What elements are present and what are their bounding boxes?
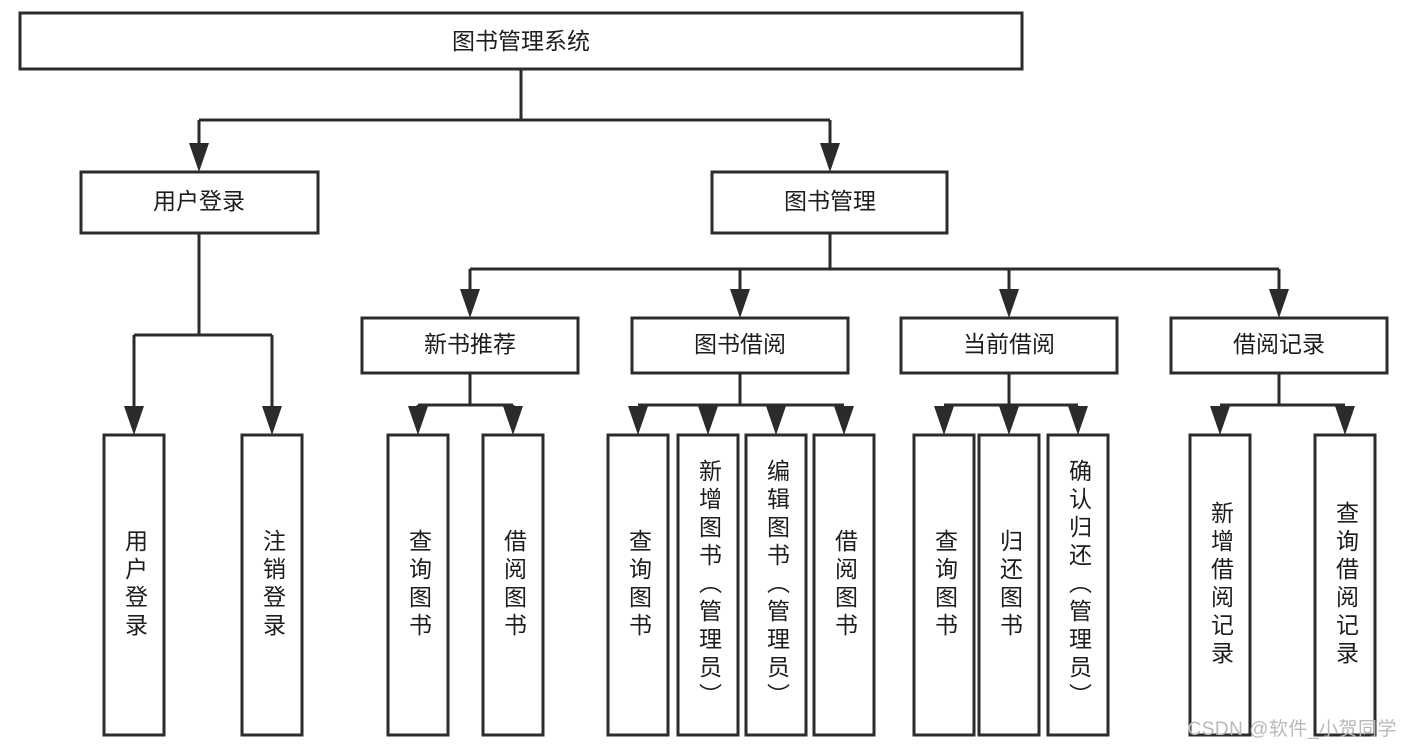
node-current-borrow-box[interactable]: [899, 316, 1119, 375]
leaf-currentborrow-confirm-label: 确认归还（管理员）: [1065, 459, 1092, 711]
node-book-manage-label: 图书管理: [784, 188, 876, 214]
leaf-currentborrow-confirm-box[interactable]: [1046, 433, 1110, 737]
leaf-bookborrow-query-box[interactable]: [606, 433, 670, 737]
arrow-head-leaf-logout: [262, 406, 282, 435]
arrow-head-borrowrecords-leaf-1: [1210, 406, 1230, 435]
leaf-currentborrow-query-box[interactable]: [912, 433, 976, 737]
arrow-head-new-book: [460, 289, 480, 318]
arrow-head-bookborrow-leaf-2: [698, 406, 718, 435]
leaf-newbook-query-label: 查询图书: [405, 529, 432, 641]
node-root-label: 图书管理系统: [452, 28, 590, 54]
connector-layer: [124, 69, 1355, 435]
leaf-bookborrow-query-label: 查询图书: [625, 529, 652, 641]
node-user-login-label: 用户登录: [153, 188, 245, 214]
arrow-head-borrowrecords-leaf-2: [1335, 406, 1355, 435]
node-layer: 图书管理系统 用户登录 图书管理 新书推荐 图书借阅 当前借阅 借阅记录: [18, 11, 1389, 737]
arrow-head-book-manage: [820, 143, 840, 172]
leaf-newbook-query-box[interactable]: [386, 433, 450, 737]
leaf-bookborrow-add-box[interactable]: [676, 433, 740, 737]
arrow-head-currentborrow-leaf-3: [1068, 406, 1088, 435]
node-root-box[interactable]: [18, 11, 1024, 71]
arrow-head-user-login: [189, 143, 209, 172]
arrow-head-newbook-leaf-1: [408, 406, 428, 435]
arrow-head-leaf-user-login: [124, 406, 144, 435]
arrow-head-bookborrow-leaf-4: [834, 406, 854, 435]
leaf-bookborrow-edit-box[interactable]: [744, 433, 808, 737]
leaf-bookborrow-borrow-box[interactable]: [812, 433, 876, 737]
node-book-borrow-label: 图书借阅: [694, 331, 786, 357]
leaf-logout-label: 注销登录: [259, 529, 286, 641]
leaf-currentborrow-return-box[interactable]: [977, 433, 1041, 737]
leaf-borrowrecords-add-box[interactable]: [1188, 433, 1252, 737]
leaf-currentborrow-return-label: 归还图书: [996, 529, 1023, 641]
node-new-book-recommend-label: 新书推荐: [424, 331, 516, 357]
arrow-head-currentborrow-leaf-2: [999, 406, 1019, 435]
arrow-head-borrow-records: [1269, 289, 1289, 318]
leaf-newbook-borrow-label: 借阅图书: [500, 529, 527, 641]
arrow-head-bookborrow-leaf-1: [628, 406, 648, 435]
leaf-logout-box[interactable]: [240, 433, 304, 737]
leaf-borrowrecords-query-label: 查询借阅记录: [1332, 501, 1359, 669]
arrow-head-newbook-leaf-2: [503, 406, 523, 435]
leaf-newbook-borrow-box[interactable]: [481, 433, 545, 737]
leaf-currentborrow-query-label: 查询图书: [931, 529, 958, 641]
node-user-login-box[interactable]: [79, 170, 320, 235]
leaf-bookborrow-add-label: 新增图书（管理员）: [695, 459, 722, 711]
arrow-head-currentborrow-leaf-1: [934, 406, 954, 435]
node-book-borrow-box[interactable]: [630, 316, 850, 375]
node-new-book-recommend-box[interactable]: [360, 316, 580, 375]
node-borrow-records-label: 借阅记录: [1233, 331, 1325, 357]
leaf-borrowrecords-add-label: 新增借阅记录: [1207, 501, 1234, 669]
arrow-head-bookborrow-leaf-3: [766, 406, 786, 435]
arrow-head-current-borrow: [999, 289, 1019, 318]
leaf-borrowrecords-query-box[interactable]: [1313, 433, 1377, 737]
node-borrow-records-box[interactable]: [1169, 316, 1389, 375]
arrow-head-book-borrow: [730, 289, 750, 318]
node-current-borrow-label: 当前借阅: [963, 331, 1055, 357]
node-book-manage-box[interactable]: [710, 170, 949, 235]
leaf-user-login-label: 用户登录: [121, 529, 148, 641]
leaf-bookborrow-edit-label: 编辑图书（管理员）: [763, 459, 790, 711]
leaf-user-login-box[interactable]: [102, 433, 166, 737]
leaf-bookborrow-borrow-label: 借阅图书: [831, 529, 858, 641]
